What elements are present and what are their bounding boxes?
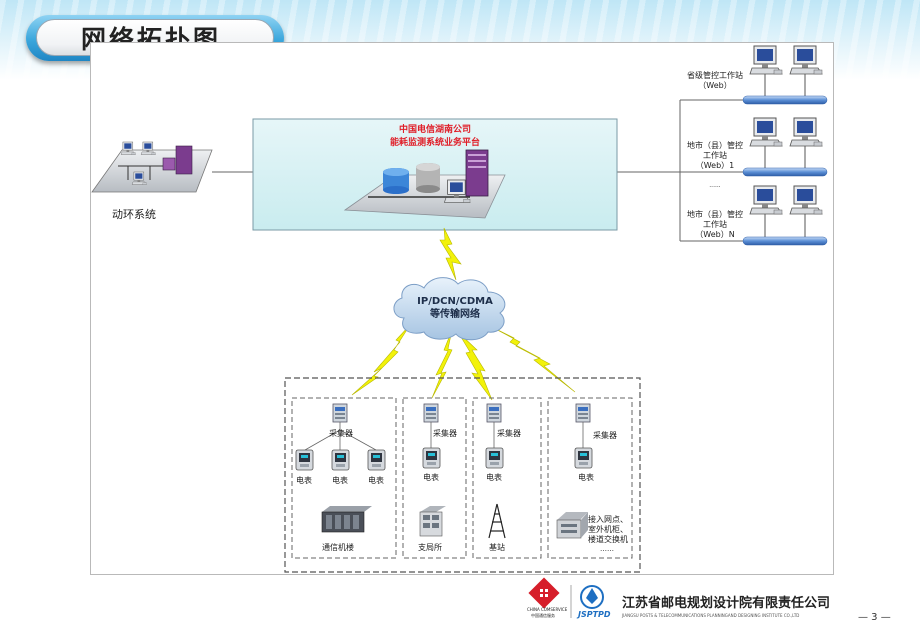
left-system-label: 动环系统 <box>112 208 156 221</box>
lightning-icons <box>351 227 576 401</box>
company-name-cn: 江苏省邮电规划设计院有限责任公司 <box>622 596 831 611</box>
ws1-line2: （Web） <box>698 81 732 90</box>
network-cloud <box>393 277 506 341</box>
meter-label-2: 电表 <box>332 476 348 485</box>
comservice-caption-2: 中国通信服务 <box>531 613 555 618</box>
jsptpd-caption: JSPTPD <box>578 610 611 619</box>
china-comservice-logo <box>528 577 560 609</box>
database-icon <box>383 168 409 194</box>
ws2-line2: 工作站 <box>703 151 727 160</box>
workstation-group-1 <box>742 45 828 105</box>
meter-label-6: 电表 <box>578 473 594 482</box>
access-label-line1: 接入网点、 <box>588 515 628 524</box>
wsn-line2: 工作站 <box>703 220 727 229</box>
meter-icon-4 <box>422 447 441 469</box>
jsptpd-logo <box>580 585 604 609</box>
branch-office-label: 支局所 <box>418 543 442 552</box>
telecom-room-label: 通信机楼 <box>322 543 354 552</box>
left-pc-icon-1 <box>120 141 136 155</box>
ws2-line1: 地市（县）管控 <box>687 141 743 150</box>
access-label-line3: 楼道交换机 <box>588 535 628 544</box>
collector-icon-1 <box>332 403 348 423</box>
meter-icon-3 <box>367 449 386 471</box>
workstation-group-n <box>742 185 828 246</box>
dynamic-env-slab <box>91 149 213 193</box>
meter-icon-2 <box>331 449 350 471</box>
network-label-line1: IP/DCN/CDMA <box>417 296 493 307</box>
wsn-line1: 地市（县）管控 <box>687 210 743 219</box>
left-server-icon <box>162 145 193 175</box>
collector-icon-3 <box>486 403 502 423</box>
collector-label-3: 采集器 <box>497 429 521 438</box>
base-station-label: 基站 <box>489 543 505 552</box>
comservice-caption-1: CHINA COMSERVICE <box>527 607 568 612</box>
collector-label-2: 采集器 <box>433 429 457 438</box>
meter-label-4: 电表 <box>423 473 439 482</box>
meter-label-5: 电表 <box>486 473 502 482</box>
platform-title-line2: 能耗监测系统业务平台 <box>389 138 480 148</box>
collector-label-1: 采集器 <box>329 429 353 438</box>
collector-icon-4 <box>575 403 591 423</box>
telecom-room-icon <box>321 506 372 533</box>
ws1-line1: 省级管控工作站 <box>687 71 743 80</box>
outdoor-cabinet-icon <box>556 512 588 539</box>
ws2-line3: （Web）1 <box>695 161 735 170</box>
meter-icon-6 <box>574 447 593 469</box>
meter-label-3: 电表 <box>368 476 384 485</box>
site-container <box>284 377 641 573</box>
company-name-en: JIANGSU POSTS & TELECOMMUNICATIONS PLANN… <box>622 613 800 618</box>
meter-label-1: 电表 <box>296 476 312 485</box>
base-station-icon <box>488 503 506 539</box>
collector-icon-2 <box>423 403 439 423</box>
access-ellipsis: …… <box>600 545 614 553</box>
workstation-group-2 <box>742 117 828 177</box>
meter-icon-1 <box>295 449 314 471</box>
access-label-line2: 室外机柜、 <box>588 525 628 534</box>
network-label-line2: 等传输网络 <box>430 309 480 320</box>
storage-icon <box>416 163 440 193</box>
meter-icon-5 <box>485 447 504 469</box>
collector-label-4: 采集器 <box>593 431 617 440</box>
wsn-line3: （Web）N <box>695 230 735 239</box>
page-number: — 3 — <box>858 612 891 623</box>
ws-ellipsis: ...... <box>709 182 721 189</box>
left-pc-icon-2 <box>140 141 156 155</box>
branch-office-icon <box>419 506 446 537</box>
server-tower-icon <box>465 149 489 197</box>
platform-title-line1: 中国电信湖南公司 <box>398 125 471 135</box>
